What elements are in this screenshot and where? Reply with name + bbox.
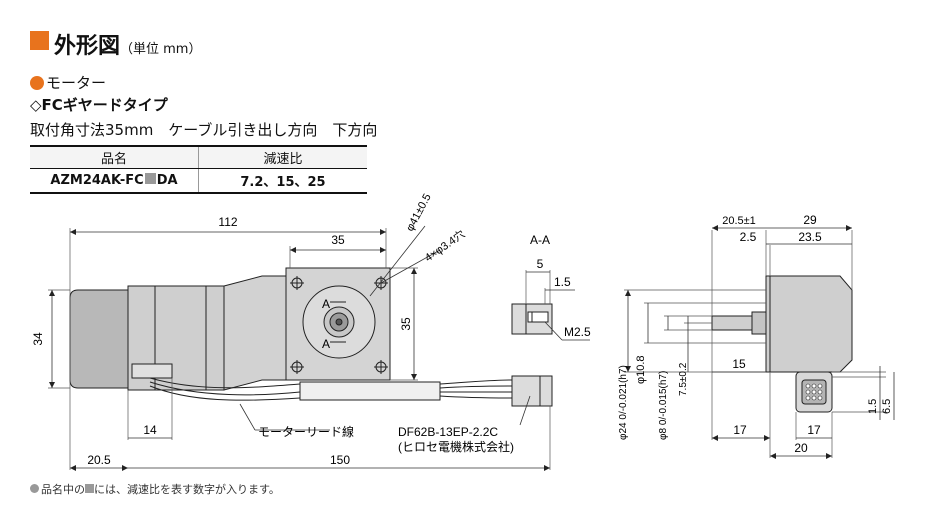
cable-sleeve [299, 381, 441, 401]
dim-35-side: 35 [399, 317, 413, 331]
dim-front-15: 15 [732, 357, 746, 371]
size-heading: 取付角寸法35mm ケーブル引き出し方向 下方向 [30, 121, 378, 139]
section-marker-square [30, 31, 49, 50]
dim-aa-1-5: 1.5 [554, 275, 571, 289]
footnote-part-b: には、減速比を表す数字が入ります。 [94, 483, 280, 496]
connector-maker: (ヒロセ電機株式会社) [398, 439, 514, 454]
gray-dot-icon [30, 484, 39, 493]
dim-front-1-5: 1.5 [867, 399, 879, 414]
dim-front-7-5: 7.5±0.2 [678, 362, 689, 396]
dim-34: 34 [31, 332, 45, 346]
dim-front-phi10-8: φ10.8 [635, 355, 647, 384]
encoder-body [69, 289, 129, 389]
spec-model-suffix: DA [156, 173, 178, 188]
dim-front-17-left: 17 [733, 423, 747, 437]
dim-112: 112 [218, 215, 237, 229]
section-a-top: A [322, 297, 330, 311]
gearhead-body [765, 275, 853, 373]
dim-20-5: 20.5 [87, 453, 111, 467]
placeholder-square-icon [85, 484, 94, 493]
dim-phi41: φ41±0.5 [404, 192, 434, 234]
motor-heading-text: モーター [46, 74, 107, 92]
page-title: 外形図（単位 mm） [54, 28, 201, 60]
dim-front-6-5: 6.5 [881, 399, 893, 414]
spec-table: 品名 減速比 AZM24AK-FC DA 7.2、15、25 [30, 145, 367, 194]
spec-model-prefix: AZM24AK-FC [50, 173, 144, 188]
placeholder-square-icon [144, 173, 156, 184]
gear-type-heading: ◇FCギヤードタイプ [30, 96, 168, 114]
title-text: 外形図 [54, 34, 121, 59]
mounting-holes [290, 276, 388, 374]
dim-35-top: 35 [331, 233, 345, 247]
section-aa-title: A-A [530, 233, 550, 247]
spec-header-name: 品名 [30, 145, 199, 169]
motor-leads [149, 377, 513, 401]
spec-model: AZM24AK-FC DA [30, 168, 199, 194]
spec-ratio-values: 7.2、15、25 [198, 168, 367, 194]
footnote-part-a: 品名中の [41, 483, 85, 496]
dim-14: 14 [143, 423, 157, 437]
dim-holes: 4×φ3.4穴 [422, 227, 468, 265]
dim-front-29: 29 [803, 213, 817, 227]
title-unit: （単位 mm） [120, 42, 202, 57]
connector-body [511, 375, 553, 407]
dim-aa-5: 5 [537, 257, 544, 271]
dim-front-20: 20 [794, 441, 808, 455]
dim-aa-m2-5: M2.5 [564, 325, 591, 339]
dim-front-17-right: 17 [807, 423, 821, 437]
spec-header-ratio: 減速比 [198, 145, 367, 169]
dim-front-phi8: φ8 0/-0.015(h7) [658, 371, 669, 440]
motor-heading: モーター [30, 72, 106, 93]
dim-front-23-5: 23.5 [798, 230, 822, 244]
dim-front-2-5: 2.5 [740, 230, 757, 244]
dim-150: 150 [330, 453, 350, 467]
lead-label: モーターリード線 [258, 424, 354, 439]
footnote: 品名中のには、減速比を表す数字が入ります。 [30, 481, 280, 497]
motor-taper [223, 275, 287, 391]
connector-part: DF62B-13EP-2.2C [398, 425, 498, 439]
dim-front-20-5: 20.5±1 [722, 215, 756, 227]
dim-front-phi24: φ24 0/-0.021(h7) [618, 365, 629, 440]
section-a-bottom: A [322, 337, 330, 351]
orange-dot-icon [30, 76, 44, 90]
